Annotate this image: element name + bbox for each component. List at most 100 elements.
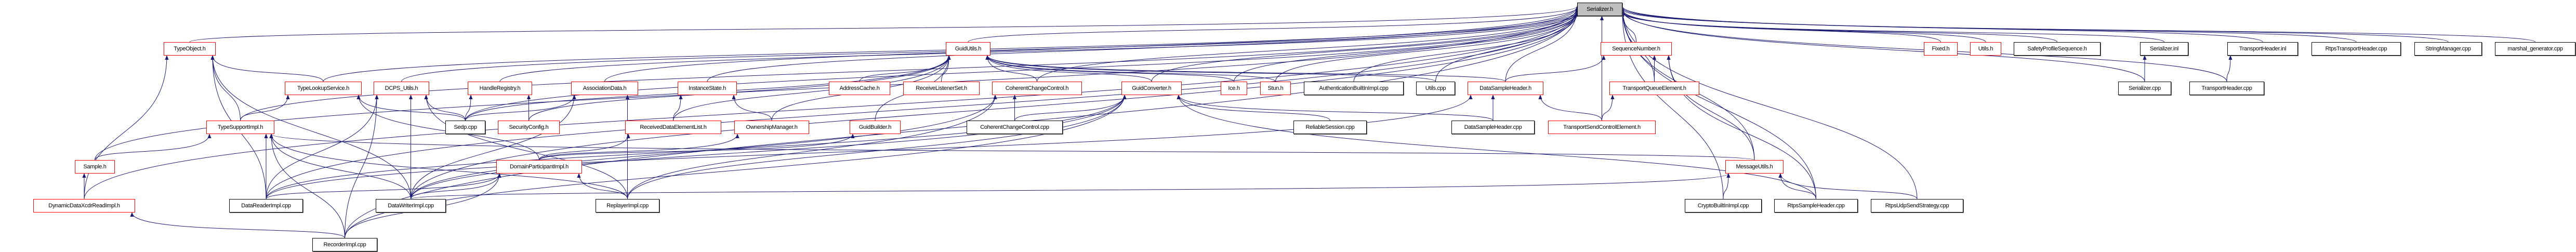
edge-rtpsudpsendstrategy_cpp-to-messageutils_h [1778,173,1918,200]
edge-messageutils_h-to-typesupportimpl_h [269,134,1755,161]
edge-domainparticipantimpl_h-to-ownershipmanager_h [539,134,739,161]
node-reliablesession-cpp[interactable]: ReliableSession.cpp [1293,121,1367,134]
node-guidconverter-h[interactable]: GuidConverter.h [1121,82,1182,95]
edge-typesupportimpl_h-to-typeobject_h [210,55,241,121]
node-authenticationbuiltinimpl-cpp[interactable]: AuthenticationBuiltInImpl.cpp [1304,82,1404,95]
edge-datawriterimpl_cpp-to-typesupportimpl_h [269,134,411,200]
node-datasampleheader-h[interactable]: DataSampleHeader.h [1468,82,1543,95]
edge-datareaderimpl_cpp-to-dcps_utils_h [266,95,379,200]
node-instancestate-h[interactable]: InstanceState.h [678,82,737,95]
edge-guidconverter_h-to-serializer_h [1151,9,1579,82]
edge-coherentchangecontrol_h-to-guidutils_h [985,55,1037,82]
node-typeobject-h[interactable]: TypeObject.h [164,42,216,56]
edge-datasampleheader_h-to-sequencenumber_h [1505,55,1606,82]
edge-marshal_generator_cpp-to-serializer_h [1620,9,2535,43]
edge-datareaderimpl_cpp-to-datasampleheader_h [266,95,1473,200]
node-stun-h[interactable]: Stun.h [1260,82,1291,95]
edge-receiveddataelementlist_h-to-guidutils_h [673,55,951,121]
node-rtpsudpsendstrategy-cpp[interactable]: RtpsUdpSendStrategy.cpp [1871,199,1963,213]
node-replayerimpl-cpp[interactable]: ReplayerImpl.cpp [596,199,659,213]
edge-receiveddataelementlist_h-to-instancestate_h [673,95,683,121]
edge-datawriterimpl_cpp-to-messageutils_h [411,173,1730,200]
edge-recorderimpl_cpp-to-dynamicdataxcdrreadimpl_h [130,212,345,238]
edge-sedp_cpp-to-typelookupservice_h [356,95,466,121]
node-securityconfig-h[interactable]: SecurityConfig.h [498,121,560,134]
edge-datasampleheader_h-to-guidutils_h [985,55,1506,82]
node-addresscache-h[interactable]: AddressCache.h [829,82,890,95]
edge-rtpssampleheader_cpp-to-sequencenumber_h [1667,55,1816,200]
node-cryptobuiltinimpl-cpp[interactable]: CryptoBuiltInImpl.cpp [1685,199,1762,213]
node-rtpssampleheader-cpp[interactable]: RtpsSampleHeader.cpp [1774,199,1858,213]
edge-sedp_cpp-to-dcps_utils_h [424,95,466,121]
edge-datasampleheader_h-to-serializer_h [1505,7,1579,82]
edge-recorderimpl_cpp-to-typesupportimpl_h [269,134,345,238]
node-fixed-h[interactable]: Fixed.h [1924,42,1958,56]
node-coherentchangecontrol-h[interactable]: CoherentChangeControl.h [992,82,1082,95]
edge-handleregistry_h-to-serializer_h [499,12,1579,82]
edge-datawriterimpl_cpp-to-domainparticipantimpl_h [411,173,501,200]
node-sample-h[interactable]: Sample.h [75,160,115,174]
edge-cryptobuiltinimpl_cpp-to-serializer_h [1620,12,1724,200]
node-dynamicdataxcdrreadimpl-h[interactable]: DynamicDataXcdrReadImpl.h [33,199,135,213]
edge-reliablesession_cpp-to-guidconverter_h [1177,95,1330,121]
node-recorderimpl-cpp[interactable]: RecorderImpl.cpp [312,238,377,251]
edge-domainparticipantimpl_h-to-guidbuilder_h [539,134,855,161]
node-handleregistry-h[interactable]: HandleRegistry.h [468,82,532,95]
node-transportheader-cpp[interactable]: TransportHeader.cpp [2189,82,2264,95]
node-domainparticipantimpl-h[interactable]: DomainParticipantImpl.h [496,160,582,174]
node-serializer-cpp[interactable]: Serializer.cpp [2118,82,2171,95]
node-safetyprofilesequence-h[interactable]: SafetyProfileSequence.h [2014,42,2101,56]
edge-typelookupservice_h-to-typeobject_h [210,55,324,82]
node-rtpstransportheader-cpp[interactable]: RtpsTransportHeader.cpp [2311,42,2401,56]
edge-receivelistenerset_h-to-guidutils_h [941,55,951,82]
node-guidbuilder-h[interactable]: GuidBuilder.h [850,121,901,134]
edge-ownershipmanager_h-to-instancestate_h [732,95,772,121]
node-typelookupservice-h[interactable]: TypeLookupService.h [285,82,362,95]
node-transportheader-inl[interactable]: TransportHeader.inl [2227,42,2298,56]
node-stringmanager-cpp[interactable]: StringManager.cpp [2414,42,2482,56]
edge-dynamicdataxcdrreadimpl_h-to-serializer_h [84,9,1579,200]
edge-utils_cpp-to-serializer_h [1435,6,1579,82]
edge-replayerimpl_cpp-to-dcps_utils_h [424,95,628,200]
node-datawriterimpl-cpp[interactable]: DataWriterImpl.cpp [376,199,446,213]
node-associationdata-h[interactable]: AssociationData.h [571,82,638,95]
node-ownershipmanager-h[interactable]: OwnershipManager.h [734,121,809,134]
edge-typeobject_h-to-serializer_h [189,6,1579,43]
node-transportqueueelement-h[interactable]: TransportQueueElement.h [1609,82,1699,95]
edge-datawriterimpl_cpp-to-associationdata_h [411,95,576,200]
node-typesupportimpl-h[interactable]: TypeSupportImpl.h [206,121,274,134]
node-marshal-generator-cpp[interactable]: marshal_generator.cpp [2495,42,2575,56]
node-datasampleheader-cpp[interactable]: DataSampleHeader.cpp [1451,121,1535,134]
edge-typesupportimpl_h-to-serializer_h [240,11,1579,121]
edge-sedp_cpp-to-serializer_h [465,12,1579,121]
edge-securityconfig_h-to-guidutils_h [529,55,951,121]
node-receiveddataelementlist-h[interactable]: ReceivedDataElementList.h [625,121,721,134]
edge-replayerimpl_cpp-to-guidconverter_h [627,95,1127,200]
node-utils-cpp[interactable]: Utils.cpp [1416,82,1455,95]
node-utils-h[interactable]: Utils.h [1970,42,2001,56]
node-sequencenumber-h[interactable]: SequenceNumber.h [1601,42,1672,56]
node-datareaderimpl-cpp[interactable]: DataReaderImpl.cpp [229,199,303,213]
edge-sample_h-to-typesupportimpl_h [95,134,212,161]
node-dcps-utils-h[interactable]: DCPS_Utils.h [374,82,429,95]
edge-utils_h-to-serializer_h [1620,10,1986,43]
node-sedp-cpp[interactable]: Sedp.cpp [445,121,485,134]
node-guidutils-h[interactable]: GuidUtils.h [946,42,990,56]
node-messageutils-h[interactable]: MessageUtils.h [1725,160,1784,174]
edge-messageutils_h-to-sequencenumber_h [1667,55,1755,161]
edge-datawriterimpl_cpp-to-guidconverter_h [411,95,1127,200]
edge-domainparticipantimpl_h-to-receiveddataelementlist_h [539,134,630,161]
node-serializer-inl[interactable]: Serializer.inl [2140,42,2188,56]
edge-replayerimpl_cpp-to-typesupportimpl_h [269,134,628,200]
edge-recorderimpl_cpp-to-dcps_utils_h [345,95,379,238]
edge-addresscache_h-to-guidutils_h [859,55,951,82]
edge-instancestate_h-to-serializer_h [707,7,1579,82]
edge-coherentchangecontrol_cpp-to-guidconverter_h [1014,95,1127,121]
edge-datareaderimpl_cpp-to-serializer_h [266,10,1579,200]
node-coherentchangecontrol-cpp[interactable]: CoherentChangeControl.cpp [967,121,1063,134]
node-receivelistenerset-h[interactable]: ReceiveListenerSet.h [903,82,980,95]
edge-datawriterimpl_cpp-to-coherentchangecontrol_h [411,95,997,200]
node-ice-h[interactable]: Ice.h [1221,82,1247,95]
edge-utils_cpp-to-guidutils_h [985,55,1436,82]
node-transportsendcontrolelement-h[interactable]: TransportSendControlElement.h [1548,121,1656,134]
